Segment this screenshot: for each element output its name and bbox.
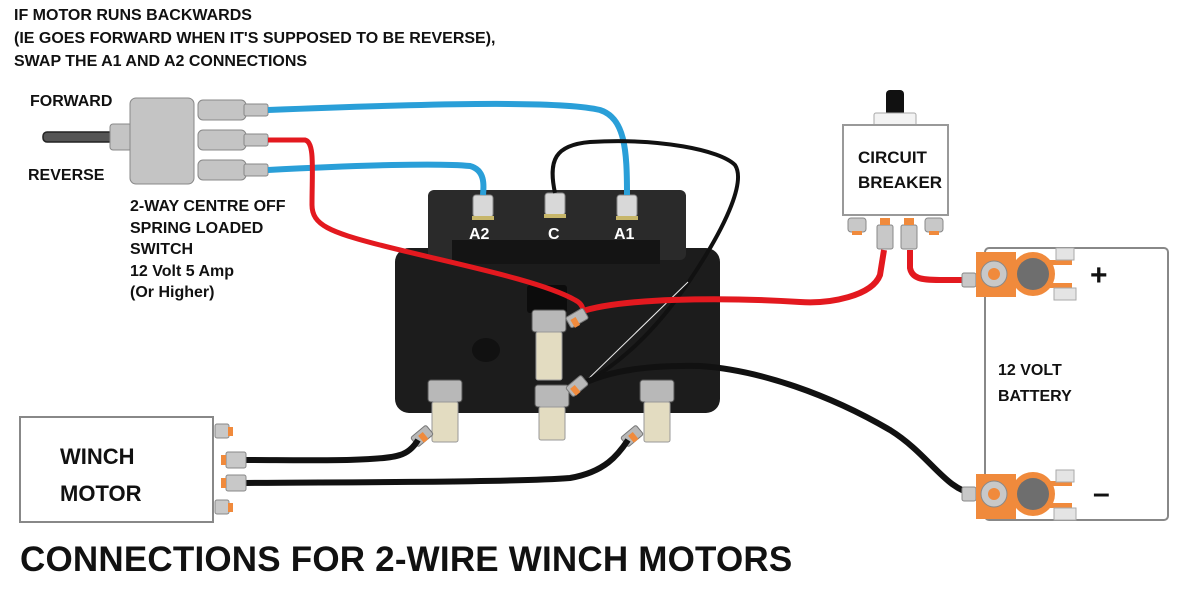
switch-description-line: 2-WAY CENTRE OFF (130, 198, 286, 215)
toggle-switch (42, 97, 269, 185)
battery-negative-clamp (961, 469, 1077, 521)
black-wire-c-to-battery-negative (550, 139, 740, 387)
winch-motor-label-line: WINCH (60, 444, 135, 469)
instruction-note: IF MOTOR RUNS BACKWARDS (IE GOES FORWARD… (14, 4, 496, 73)
switch-description: 2-WAY CENTRE OFF SPRING LOADED SWITCH 12… (130, 196, 286, 304)
winch-motor (19, 416, 247, 523)
terminal-label-a1: A1 (614, 226, 635, 243)
switch-description-line: 12 Volt 5 Amp (130, 262, 235, 280)
battery-label-line: 12 VOLT (998, 362, 1062, 379)
note-line: (IE GOES FORWARD WHEN IT'S SUPPOSED TO B… (14, 30, 496, 47)
switch-description-line: SWITCH (130, 241, 194, 258)
black-wire-solenoid-to-battery-negative (578, 362, 976, 497)
red-wire-terminal-to-breaker (579, 249, 887, 315)
spade-terminal-a2 (472, 194, 494, 220)
spade-terminal-a1 (616, 194, 638, 220)
negative-symbol: – (1093, 477, 1110, 510)
switch-reverse-label: REVERSE (28, 167, 105, 184)
terminal-label-c: C (548, 226, 560, 243)
blue-wire-reverse-to-a2 (267, 161, 487, 196)
positive-symbol: + (1090, 259, 1108, 292)
winch-motor-label-line: MOTOR (60, 481, 142, 506)
circuit-breaker (842, 90, 949, 250)
diagram-title: CONNECTIONS FOR 2-WIRE WINCH MOTORS (20, 540, 793, 579)
red-wire-switch-to-terminal (268, 137, 586, 321)
battery-label-line: BATTERY (998, 388, 1072, 405)
note-line: IF MOTOR RUNS BACKWARDS (14, 7, 252, 24)
circuit-breaker-label: CIRCUIT BREAKER (858, 145, 942, 195)
switch-description-line: (Or Higher) (130, 284, 215, 301)
stud-terminal-bottom-middle (534, 384, 570, 441)
switch-forward-label: FORWARD (30, 93, 113, 110)
blue-wire-forward-to-a1 (267, 100, 630, 196)
battery-positive-clamp (961, 247, 1077, 301)
red-wire-breaker-to-battery-positive (907, 250, 972, 283)
black-wire-motor-to-stud-left (244, 438, 421, 464)
circuit-breaker-label-line: BREAKER (858, 173, 943, 192)
black-wire-motor-to-stud-right (244, 438, 631, 486)
terminal-label-a2: A2 (469, 226, 490, 243)
spade-terminal-c (544, 192, 566, 218)
stud-terminal-bottom-left (427, 379, 463, 443)
battery-label: 12 VOLT BATTERY (998, 358, 1072, 410)
stud-terminal-bottom-right (639, 379, 675, 443)
note-line: SWAP THE A1 AND A2 CONNECTIONS (14, 53, 308, 70)
switch-description-line: SPRING LOADED (130, 219, 264, 237)
stud-terminal-top (531, 309, 567, 381)
winch-motor-label: WINCH MOTOR (60, 438, 141, 512)
circuit-breaker-label-line: CIRCUIT (858, 148, 927, 167)
